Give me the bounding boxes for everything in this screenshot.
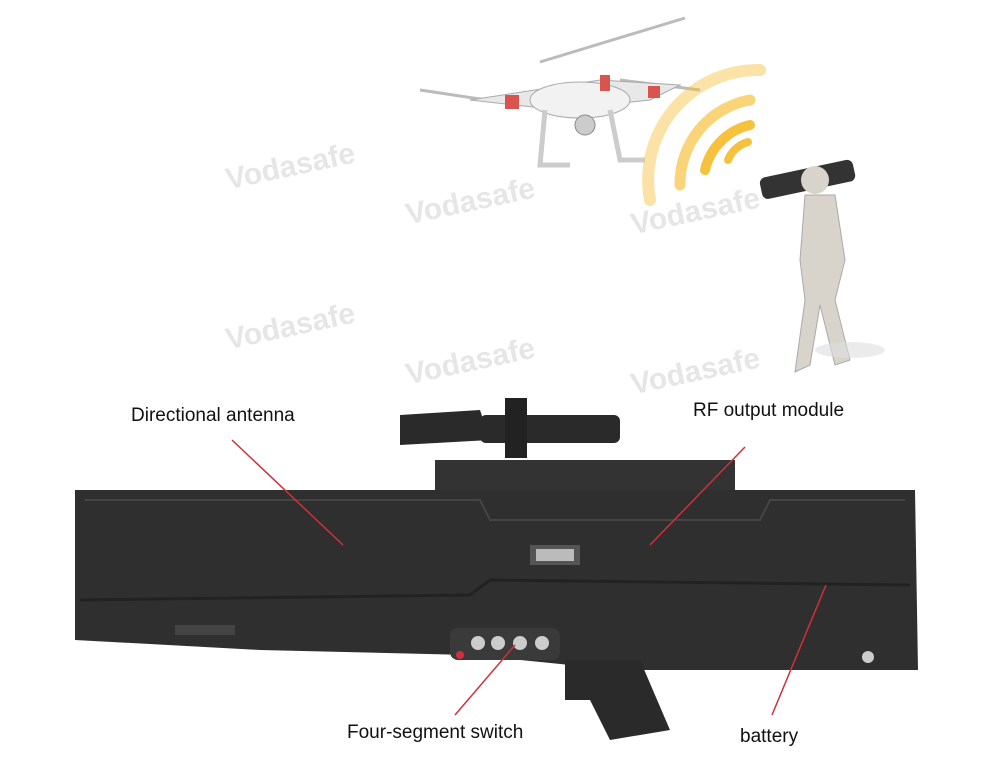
label-four-segment-switch: Four-segment switch (347, 722, 524, 743)
operator-figure (759, 159, 885, 373)
leader-line-battery (771, 584, 827, 716)
jammer-gun-illustration (75, 398, 918, 740)
leader-line-antenna (231, 439, 344, 546)
leader-line-switch (454, 644, 516, 716)
drone-illustration (419, 16, 701, 168)
label-directional-antenna: Directional antenna (131, 405, 295, 426)
leader-line-rf-module (649, 446, 746, 546)
label-rf-output-module: RF output module (693, 400, 845, 421)
signal-waves-icon (642, 63, 766, 206)
label-battery: battery (740, 726, 799, 747)
